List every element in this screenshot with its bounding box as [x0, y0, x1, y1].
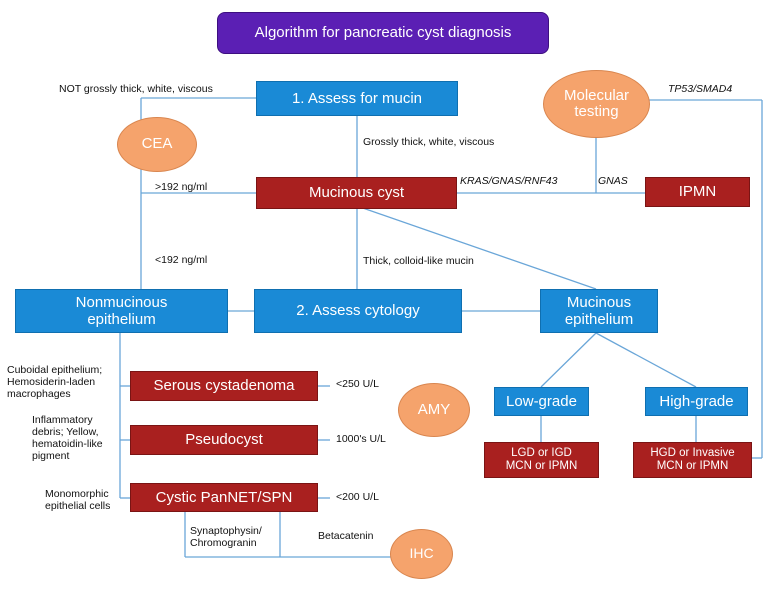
label-grossly-thick: Grossly thick, white, viscous: [363, 136, 495, 148]
cystic-pannet-spn-box: Cystic PanNET/SPN: [130, 483, 318, 512]
amy-oval: AMY: [398, 383, 470, 437]
cea-oval: CEA: [117, 117, 197, 172]
mucinous-cyst-box: Mucinous cyst: [256, 177, 457, 209]
hgd-result-box: HGD or Invasive MCN or IPMN: [633, 442, 752, 478]
label-lt-192: <192 ng/ml: [155, 254, 208, 266]
mucinous-epithelium-box: Mucinous epithelium: [540, 289, 658, 333]
label-gt-192: >192 ng/ml: [155, 181, 208, 193]
label-gnas: GNAS: [598, 175, 628, 187]
label-synaptophysin: Synaptophysin/ Chromogranin: [190, 525, 262, 550]
label-betacatenin: Betacatenin: [318, 530, 374, 542]
label-lt-250: <250 U/L: [336, 378, 379, 390]
nonmucinous-epithelium-box: Nonmucinous epithelium: [15, 289, 228, 333]
ihc-oval: IHC: [390, 529, 453, 579]
label-monomorphic: Monomorphic epithelial cells: [45, 488, 111, 513]
ipmn-box: IPMN: [645, 177, 750, 207]
assess-cytology-box: 2. Assess cytology: [254, 289, 462, 333]
label-cuboidal: Cuboidal epithelium; Hemosiderin-laden m…: [7, 364, 103, 401]
lgd-result-box: LGD or IGD MCN or IPMN: [484, 442, 599, 478]
label-not-thick: NOT grossly thick, white, viscous: [59, 83, 213, 95]
low-grade-box: Low-grade: [494, 387, 589, 416]
label-lt-200: <200 U/L: [336, 491, 379, 503]
pseudocyst-box: Pseudocyst: [130, 425, 318, 455]
label-colloid-mucin: Thick, colloid-like mucin: [363, 255, 474, 267]
high-grade-box: High-grade: [645, 387, 748, 416]
label-inflammatory: Inflammatory debris; Yellow, hematoidin-…: [32, 414, 103, 463]
label-thousands: 1000's U/L: [336, 433, 386, 445]
label-tp53-smad4: TP53/SMAD4: [668, 83, 733, 95]
assess-mucin-box: 1. Assess for mucin: [256, 81, 458, 116]
diagram-title: Algorithm for pancreatic cyst diagnosis: [217, 12, 549, 54]
label-kras-gnas-rnf43: KRAS/GNAS/RNF43: [460, 175, 558, 187]
molecular-testing-oval: Molecular testing: [543, 70, 650, 138]
serous-cystadenoma-box: Serous cystadenoma: [130, 371, 318, 401]
